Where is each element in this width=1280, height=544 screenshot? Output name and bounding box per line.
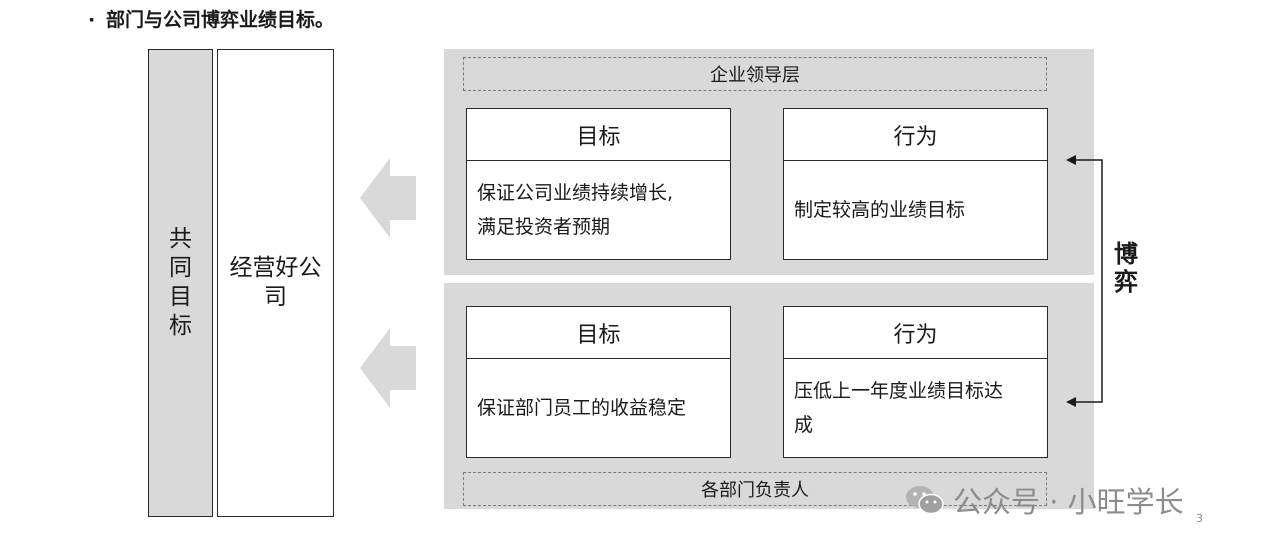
left-arrow-bottom-icon — [360, 328, 416, 408]
wechat-icon — [906, 486, 944, 515]
leadership-goal-line2: 满足投资者预期 — [477, 216, 611, 238]
department-label: 各部门负责人 — [463, 472, 1047, 506]
watermark: 公众号 · 小旺学长 — [905, 478, 1184, 522]
department-panel: 目标 保证部门员工的收益稳定 行为 压低上一年度业绩目标达 成 各部门负责人 — [444, 283, 1094, 509]
title-text: 部门与公司博弈业绩目标。 — [106, 9, 335, 31]
run-company-label: 经营好公司 — [229, 255, 322, 310]
leadership-goal-line1: 保证公司业绩持续增长, — [477, 182, 674, 204]
game-label: 博弈 — [1114, 240, 1138, 296]
department-goal-body: 保证部门员工的收益稳定 — [467, 359, 730, 457]
slide-title: · 部门与公司博弈业绩目标。 — [88, 7, 334, 33]
leadership-panel: 企业领导层 目标 保证公司业绩持续增长, 满足投资者预期 行为 制定较高的业绩目… — [444, 49, 1094, 275]
leadership-behavior-body: 制定较高的业绩目标 — [784, 161, 1047, 259]
department-behavior-body: 压低上一年度业绩目标达 成 — [784, 359, 1047, 457]
leadership-label: 企业领导层 — [463, 57, 1047, 91]
title-bullet: · — [88, 9, 96, 31]
common-goal-column: 共同目标 — [148, 49, 213, 517]
department-behavior-box: 行为 压低上一年度业绩目标达 成 — [783, 306, 1048, 458]
department-behavior-line1: 压低上一年度业绩目标达 — [794, 380, 1004, 402]
watermark-text: 公众号 · 小旺学长 — [953, 485, 1184, 519]
department-behavior-line2: 成 — [794, 414, 814, 436]
game-bracket-arrows-icon — [1066, 155, 1103, 407]
leadership-goal-box: 目标 保证公司业绩持续增长, 满足投资者预期 — [466, 108, 731, 260]
department-goal-header: 目标 — [467, 307, 730, 359]
common-goal-label: 共同目标 — [169, 226, 192, 339]
run-company-column: 经营好公司 — [217, 49, 334, 517]
leadership-behavior-header: 行为 — [784, 109, 1047, 161]
page-number: 3 — [1196, 512, 1203, 525]
leadership-behavior-box: 行为 制定较高的业绩目标 — [783, 108, 1048, 260]
department-goal-line1: 保证部门员工的收益稳定 — [477, 397, 687, 419]
department-goal-box: 目标 保证部门员工的收益稳定 — [466, 306, 731, 458]
leadership-goal-header: 目标 — [467, 109, 730, 161]
leadership-behavior-line1: 制定较高的业绩目标 — [794, 199, 966, 221]
left-arrow-top-icon — [360, 158, 416, 238]
leadership-goal-body: 保证公司业绩持续增长, 满足投资者预期 — [467, 161, 730, 259]
department-behavior-header: 行为 — [784, 307, 1047, 359]
